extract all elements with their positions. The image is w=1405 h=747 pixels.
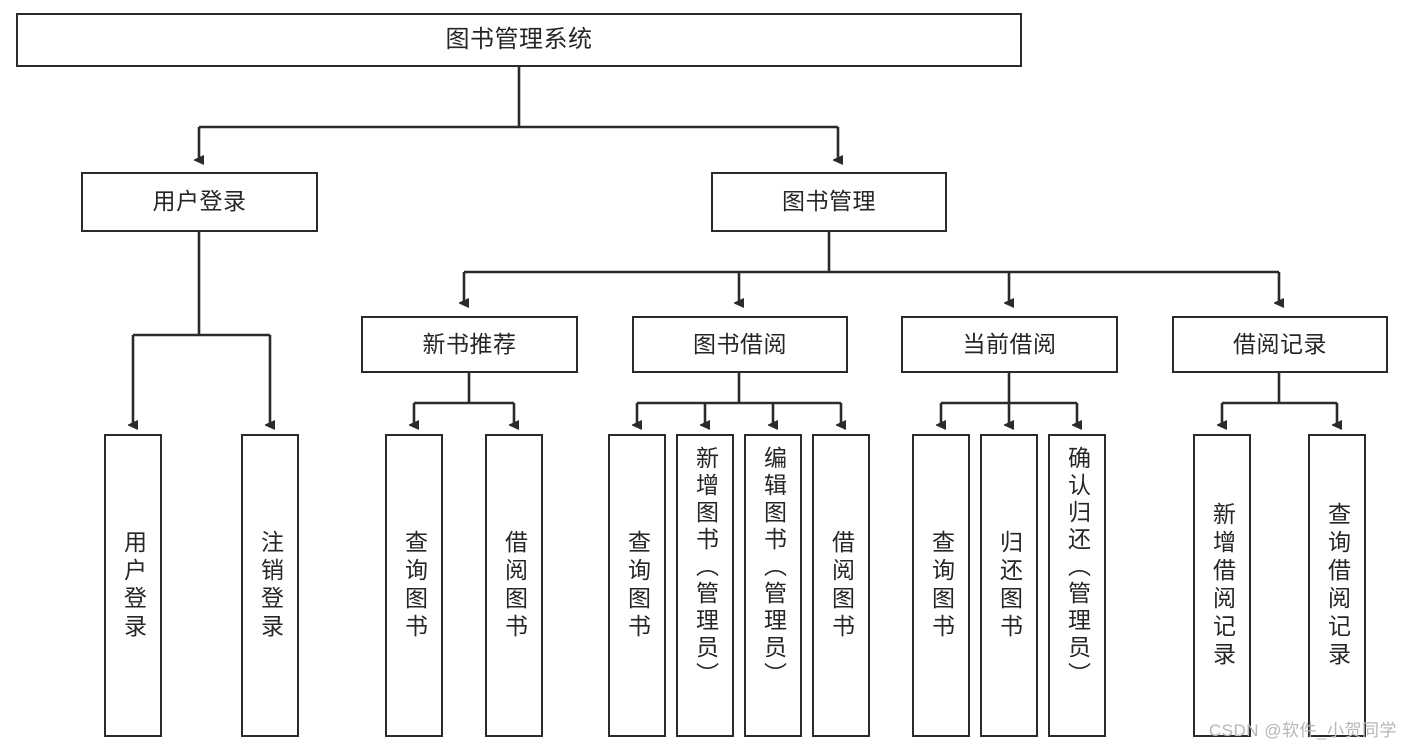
node-label: 归还图书: [996, 529, 1023, 642]
node-new-book-recommend[interactable]: 新书推荐: [361, 316, 578, 373]
leaf-new-book-borrow-book[interactable]: 借阅图书: [485, 434, 543, 737]
node-label: 用户登录: [120, 529, 147, 642]
leaf-user-login-login[interactable]: 用户登录: [104, 434, 162, 737]
leaf-user-login-logout[interactable]: 注销登录: [241, 434, 299, 737]
node-label: 编辑图书（管理员）: [760, 446, 787, 689]
leaf-current-borrow-query-book[interactable]: 查询图书: [912, 434, 970, 737]
node-book-management[interactable]: 图书管理: [711, 172, 947, 232]
node-label: 借阅图书: [828, 529, 855, 642]
leaf-current-borrow-confirm-return[interactable]: 确认归还（管理员）: [1048, 434, 1106, 737]
leaf-book-borrow-add-book[interactable]: 新增图书（管理员）: [676, 434, 734, 737]
leaf-borrow-record-query-record[interactable]: 查询借阅记录: [1308, 434, 1366, 737]
node-label: 查询图书: [624, 529, 651, 642]
leaf-book-borrow-borrow-book[interactable]: 借阅图书: [812, 434, 870, 737]
leaf-borrow-record-add-record[interactable]: 新增借阅记录: [1193, 434, 1251, 737]
node-label: 注销登录: [257, 529, 284, 642]
node-label: 图书管理: [782, 188, 876, 215]
node-label: 新书推荐: [422, 330, 517, 357]
node-label: 用户登录: [152, 188, 247, 215]
watermark: CSDN @软件_小贺同学: [1208, 721, 1397, 740]
leaf-book-borrow-edit-book[interactable]: 编辑图书（管理员）: [744, 434, 802, 737]
node-label: 借阅记录: [1233, 330, 1327, 357]
node-label: 查询借阅记录: [1324, 501, 1351, 670]
node-label: 查询图书: [928, 529, 955, 642]
node-label: 新增借阅记录: [1209, 501, 1236, 670]
node-label: 当前借阅: [962, 330, 1057, 357]
node-label: 确认归还（管理员）: [1064, 446, 1091, 689]
node-label: 图书管理系统: [445, 25, 593, 53]
node-book-borrow[interactable]: 图书借阅: [632, 316, 848, 373]
node-label: 新增图书（管理员）: [692, 446, 719, 689]
node-current-borrow[interactable]: 当前借阅: [901, 316, 1118, 373]
node-label: 查询图书: [401, 529, 428, 642]
node-borrow-record[interactable]: 借阅记录: [1172, 316, 1388, 373]
node-label: 图书借阅: [693, 330, 787, 357]
leaf-book-borrow-query-book[interactable]: 查询图书: [608, 434, 666, 737]
node-root-book-management-system[interactable]: 图书管理系统: [16, 13, 1022, 67]
leaf-new-book-query-book[interactable]: 查询图书: [385, 434, 443, 737]
leaf-current-borrow-return-book[interactable]: 归还图书: [980, 434, 1038, 737]
node-user-login[interactable]: 用户登录: [81, 172, 318, 232]
node-label: 借阅图书: [501, 529, 528, 642]
